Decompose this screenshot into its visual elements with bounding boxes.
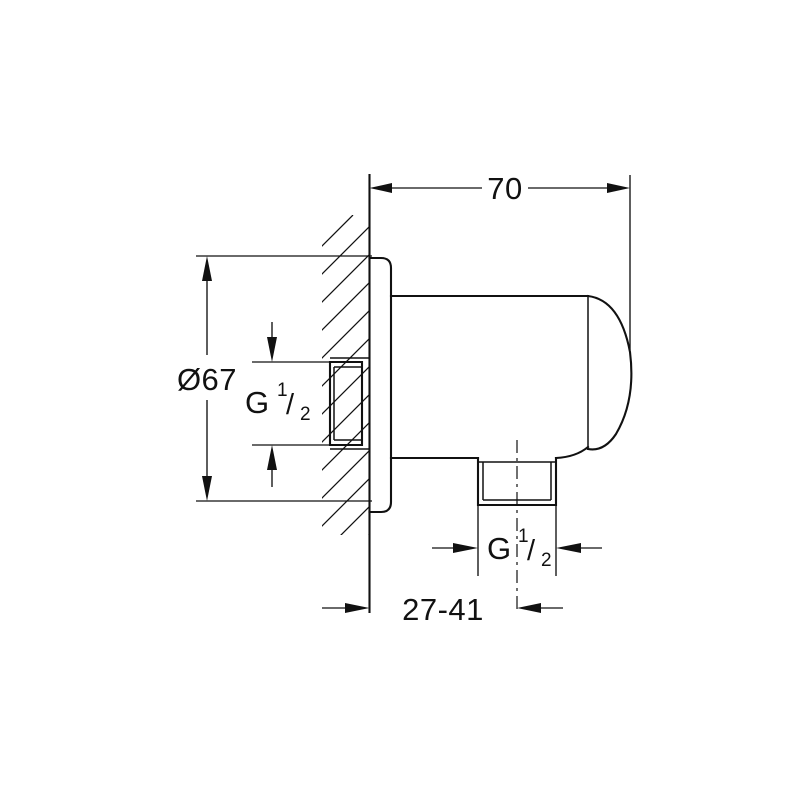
arrow-up — [202, 256, 212, 281]
inlet-thread-size: G 1 / 2 — [245, 322, 330, 487]
outlet-thread-numerator: 1 — [518, 526, 529, 547]
inlet-thread-prefix: G — [245, 385, 270, 420]
main-body — [389, 294, 590, 460]
overall-projection-dimension: 70 — [368, 171, 631, 350]
escutcheon-flange — [368, 256, 393, 514]
inlet-thread-slash: / — [286, 389, 295, 421]
inlet-thread-label: G 1 / 2 — [245, 380, 311, 425]
outlet-thread-denominator: 2 — [541, 550, 552, 571]
arrow-down — [202, 476, 212, 501]
arrow-right — [345, 603, 370, 613]
flange-diameter-label: Ø67 — [177, 362, 237, 397]
arrow-right — [453, 543, 478, 553]
arrow-left — [369, 183, 392, 193]
wall-thickness-range-dimension: 27-41 — [322, 592, 563, 627]
threaded-inlet-socket — [328, 357, 370, 450]
overall-length-label: 70 — [487, 171, 522, 206]
wall-thickness-label: 27-41 — [402, 592, 484, 627]
arrow-left — [556, 543, 581, 553]
flange-diameter-dimension: Ø67 — [177, 255, 372, 502]
inlet-thread-denominator: 2 — [300, 404, 311, 425]
outlet-thread-label: G 1 / 2 — [487, 526, 552, 571]
outlet-thread-prefix: G — [487, 531, 512, 566]
threaded-outlet-nipple — [476, 440, 558, 614]
arrow-left — [517, 603, 541, 613]
outlet-thread-slash: / — [527, 535, 536, 567]
arrow-right — [607, 183, 630, 193]
arrow-down — [267, 337, 277, 362]
rounded-end-cap — [586, 294, 633, 451]
arrow-up — [267, 445, 277, 470]
inlet-thread-numerator: 1 — [277, 380, 288, 401]
outlet-thread-size: G 1 / 2 — [432, 505, 602, 576]
